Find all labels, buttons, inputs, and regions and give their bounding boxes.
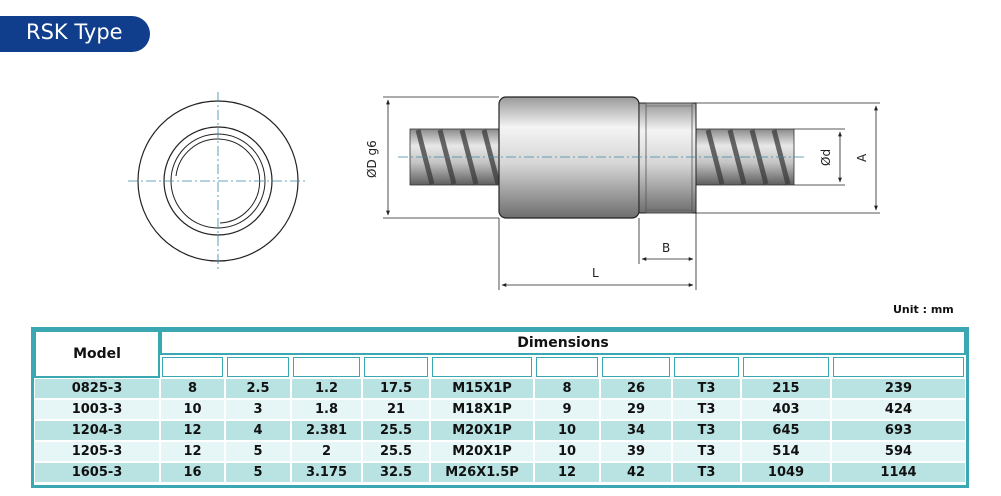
table-cell: 12: [160, 441, 225, 462]
table-cell: 3.175: [291, 462, 362, 483]
table-cell: 25.5: [362, 441, 430, 462]
table-cell: 215: [741, 378, 831, 399]
table-cell: T3: [672, 378, 741, 399]
height-label: A: [855, 153, 869, 162]
table-cell: 17.5: [362, 378, 430, 399]
table-cell: 693: [831, 420, 966, 441]
sub-header-cell: [674, 357, 739, 377]
table-cell: 25.5: [362, 420, 430, 441]
model-cell: 1605-3: [34, 462, 160, 483]
table-cell: 10: [160, 399, 225, 420]
table-cell: 10: [534, 441, 600, 462]
table-cell: 32.5: [362, 462, 430, 483]
table-cell: 16: [160, 462, 225, 483]
sub-header-cell: [227, 357, 289, 377]
table-cell: T3: [672, 441, 741, 462]
table-cell: 29: [600, 399, 672, 420]
shaft-diameter-label: Ød: [819, 149, 833, 166]
table-cell: 4: [225, 420, 291, 441]
table-cell: 1144: [831, 462, 966, 483]
table-cell: 645: [741, 420, 831, 441]
model-cell: 1205-3: [34, 441, 160, 462]
table-cell: 8: [160, 378, 225, 399]
sub-header-cell: [432, 357, 532, 377]
dimensions-header: Dimensions: [160, 330, 966, 355]
sub-header-cell: [743, 357, 829, 377]
table-cell: 12: [160, 420, 225, 441]
table-cell: 1049: [741, 462, 831, 483]
table-cell: 2: [291, 441, 362, 462]
table-cell: 403: [741, 399, 831, 420]
table-cell: 594: [831, 441, 966, 462]
dimension-lines: [383, 96, 880, 290]
table-cell: 2.5: [225, 378, 291, 399]
sub-header-cell: [833, 357, 964, 377]
page-title: RSK Type: [26, 20, 123, 44]
table-cell: M26X1.5P: [430, 462, 534, 483]
title-tab: RSK Type: [0, 16, 150, 52]
table-cell: T3: [672, 399, 741, 420]
table-cell: 34: [600, 420, 672, 441]
model-cell: 0825-3: [34, 378, 160, 399]
sub-header-cell: [364, 357, 428, 377]
table-cell: 10: [534, 420, 600, 441]
table-cell: 2.381: [291, 420, 362, 441]
sub-header-cell: [162, 357, 223, 377]
table-cell: 3: [225, 399, 291, 420]
table-cell: 39: [600, 441, 672, 462]
table-cell: T3: [672, 462, 741, 483]
table-cell: 21: [362, 399, 430, 420]
table-cell: 1.2: [291, 378, 362, 399]
side-view: [398, 96, 805, 219]
table-cell: M15X1P: [430, 378, 534, 399]
table-cell: 514: [741, 441, 831, 462]
table-cell: 239: [831, 378, 966, 399]
table-cell: T3: [672, 420, 741, 441]
table-cell: 5: [225, 441, 291, 462]
table-cell: M18X1P: [430, 399, 534, 420]
table-cell: 12: [534, 462, 600, 483]
table-cell: M20X1P: [430, 420, 534, 441]
model-cell: 1204-3: [34, 420, 160, 441]
table-cell: 8: [534, 378, 600, 399]
table-cell: 42: [600, 462, 672, 483]
outer-diameter-label: ØD g6: [365, 140, 379, 178]
technical-drawing: ØD g6 Ød A B L: [128, 92, 880, 290]
sub-header-cell: [602, 357, 670, 377]
model-cell: 1003-3: [34, 399, 160, 420]
sub-header-cell: [293, 357, 360, 377]
table-cell: 1.8: [291, 399, 362, 420]
unit-label: Unit : mm: [893, 303, 954, 316]
table-cell: M20X1P: [430, 441, 534, 462]
table-cell: 424: [831, 399, 966, 420]
length-label: L: [592, 266, 599, 280]
end-view: [128, 92, 308, 270]
table-cell: 5: [225, 462, 291, 483]
flange-length-label: B: [662, 241, 670, 255]
model-header: Model: [34, 330, 160, 378]
table-cell: 26: [600, 378, 672, 399]
table-cell: 9: [534, 399, 600, 420]
sub-header-cell: [536, 357, 598, 377]
